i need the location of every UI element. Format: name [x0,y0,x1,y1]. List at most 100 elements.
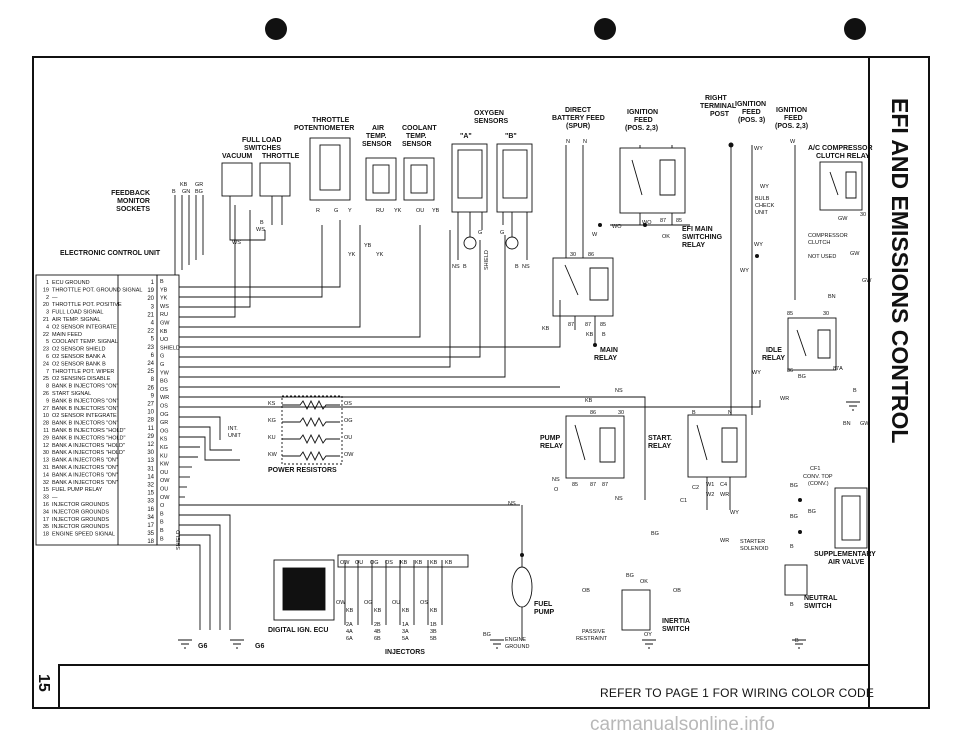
injector-wire-color: KB [415,560,423,566]
wire-color-label: W [790,139,796,145]
digital-ecu-label: DIGITAL IGN. ECU [268,627,328,634]
injector-wire-color: OG [370,560,379,566]
injector-wire-color: KB [400,560,408,566]
injector-pin: 2A [346,622,353,628]
svg-text:RIGHT: RIGHT [705,95,728,102]
wire-color-label: B [790,602,794,608]
injector-group-mid: KB [430,608,438,614]
svg-text:BG: BG [195,189,203,195]
wire-color-label: BG [483,632,491,638]
injector-group-top: OU [392,600,400,606]
ecu-pin-name: BANK A INJECTORS "HOLD" [52,443,125,449]
ecu-pin-name: BANK A INJECTORS "ON" [52,465,118,471]
wire-color-label: WY [754,242,763,248]
connector-pin-number: 4 [151,321,155,327]
connector-pin-number: 25 [147,369,154,375]
connector-pin-number: 20 [147,296,154,302]
svg-text:FEED: FEED [784,115,803,122]
resistor-output-color: OS [344,401,352,407]
resistor-output-color: OG [344,418,353,424]
ecu-pin-name: INJECTOR GROUNDS [52,509,109,515]
svg-text:SOCKETS: SOCKETS [116,206,150,213]
throttle-pot-label-2: POTENTIOMETER [294,125,354,132]
wire-color-label: NS [552,477,560,483]
svg-text:AIR: AIR [372,125,384,132]
connector-wire-color: G [160,362,164,368]
injector-pin: 2B [374,622,381,628]
wire-color-label: YK [348,252,356,258]
ecu-pin-name: FULL LOAD SIGNAL [52,310,103,316]
svg-text:SHIELD: SHIELD [484,250,490,270]
ecu-pin-number: 13 [43,458,49,464]
wire-color-label: B [795,638,799,644]
wire-color-label: OK [640,579,648,585]
ecu-pin-number: 26 [43,391,49,397]
svg-text:TEMP.: TEMP. [366,133,387,140]
ecu-pin-number: 10 [43,413,49,419]
ecu-pin-number: 24 [43,361,49,367]
punch-hole [594,18,616,40]
svg-text:KB: KB [180,182,188,188]
junction-dots [520,142,802,557]
injector-group-mid: KB [346,608,354,614]
wire-color-label: 87 [585,322,591,328]
wire-color-label: GW [862,278,872,284]
connector-pin-number: 26 [147,385,154,391]
connector-wire-color: OU [160,470,168,476]
svg-text:STARTER: STARTER [740,539,765,545]
svg-text:INT.: INT. [228,426,238,432]
connector-wire-color: SHIELD [160,345,180,351]
svg-text:CHECK: CHECK [755,203,775,209]
ecu-pin-name: THROTTLE POT. POSITIVE [52,302,122,308]
connector-pin-number: 21 [147,312,154,318]
injector-pin: 4A [346,629,353,635]
ecu-pin-number: 8 [46,384,49,390]
ecu-pin-name: BANK B INJECTORS "ON" [52,406,119,412]
wire-color-label: KB [585,398,593,404]
ecu-pin-number: 33 [43,495,49,501]
wire-color-label: C2 [692,485,699,491]
wire-color-label: BG [790,514,798,520]
injector-wire-color: OW [340,560,350,566]
connector-pin-number: 27 [147,402,154,408]
ecu-pin-number: 6 [46,354,49,360]
wire-color-label: BG [808,509,816,515]
svg-text:SENSOR: SENSOR [362,141,392,148]
ecu-pin-name: FUEL PUMP RELAY [52,487,103,493]
svg-text:TEMP.: TEMP. [406,133,427,140]
connector-pin-number: 6 [151,353,155,359]
injector-pin: 5A [402,636,409,642]
wire-color-label: 30 [618,410,624,416]
svg-text:(CONV.): (CONV.) [808,481,829,487]
wire-color-label: 85 [676,218,682,224]
wire-color-label: WY [730,510,739,516]
wire-color-label: BG [626,573,634,579]
ecu-pin-name: O2 SENSOR INTEGRATE [52,324,117,330]
svg-text:(POS. 2,3): (POS. 2,3) [775,123,808,130]
svg-text:A/C COMPRESSOR: A/C COMPRESSOR [808,145,873,152]
ecu-pin-name: BANK B INJECTORS "ON" [52,421,119,427]
wire-color-label: WY [754,146,763,152]
connector-pin-number: 23 [147,345,154,351]
wire-color-label: B [853,388,857,394]
ecu-pin-name: ECU GROUND [52,280,90,286]
page-title: EFI AND EMISSIONS CONTROL [870,90,930,510]
svg-text:FEED: FEED [742,109,761,116]
svg-text:CLUTCH RELAY: CLUTCH RELAY [816,153,870,160]
resistor-input-color: KW [268,452,278,458]
ecu-pin-number: 4 [46,324,49,330]
connector-pin-number: 10 [147,410,154,416]
wire-color-label: C4 [720,482,727,488]
wire-color-label: BN [843,421,851,427]
ecu-pin-name: ENGINE SPEED SIGNAL [52,532,115,538]
wire-color-label: G [334,208,338,214]
connector-wire-color: YW [160,370,170,376]
ecu-pin-name: INJECTOR GROUNDS [52,524,109,530]
connector-pin-number: 9 [151,393,155,399]
svg-text:IGNITION: IGNITION [627,109,658,116]
wire-color-label: 87 [590,482,596,488]
connector-wire-color: G [160,354,164,360]
page-title-text: EFI AND EMISSIONS CONTROL [887,98,913,443]
